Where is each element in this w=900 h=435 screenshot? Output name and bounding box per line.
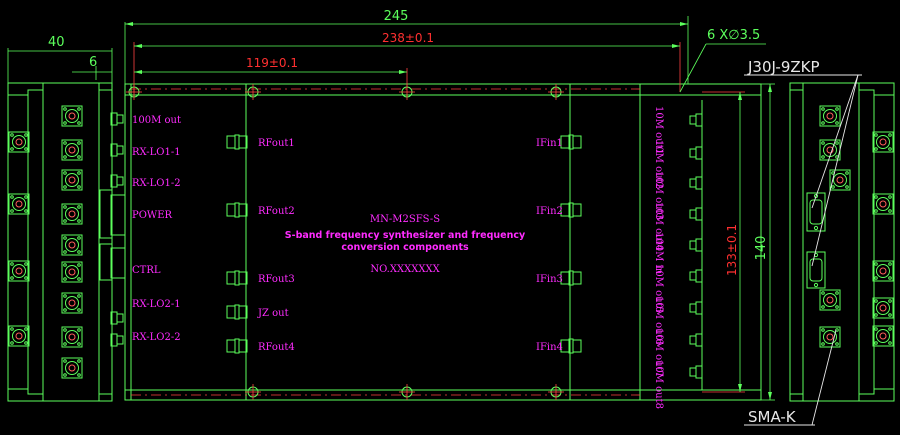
port-100m-out: 100M out (132, 115, 181, 126)
port-ifin3: IFin3 (536, 274, 563, 285)
port-power: POWER (132, 210, 173, 221)
port-rx-lo1-1: RX-LO1-1 (132, 147, 181, 158)
port-10m-out4: 10M out4 (653, 202, 664, 251)
port-ifin1: IFin1 (536, 138, 563, 149)
right-port-labels: 10M out1 10M out2 10M out3 10M out4 100M… (653, 106, 664, 409)
left-side-view (7, 82, 113, 402)
dimension-height-total: 140 (754, 83, 775, 401)
dimension-side-flange: 6 (72, 55, 112, 80)
height-mount-label: 133±0.1 (725, 224, 739, 276)
dimension-width-hole: 119±0.1 (134, 56, 408, 88)
port-ifin2: IFin2 (536, 206, 563, 217)
width-total-label: 245 (384, 9, 409, 24)
dimension-side-width: 40 (7, 35, 113, 83)
sma-callout: SMA-K (744, 329, 837, 426)
width-mount-label: 238±0.1 (382, 31, 434, 45)
if-in-labels: IFin1 IFin2 IFin3 IFin4 (536, 138, 563, 353)
holes-callout: 6 X∅3.5 (679, 28, 766, 93)
port-10m-out3: 10M out3 (653, 171, 664, 220)
port-10m-out7: 10M out7 (653, 328, 664, 377)
side-width-label: 40 (48, 35, 65, 50)
main-top-view (110, 83, 762, 401)
serial-number: NO.XXXXXXX (370, 264, 440, 275)
port-10m-out6: 10M out6 (653, 296, 664, 345)
model-number: MN-M2SFS-S (370, 214, 440, 225)
dimension-height-mount: 133±0.1 (702, 91, 745, 393)
port-rfout4: RFout4 (258, 342, 295, 353)
port-rx-lo2-1: RX-LO2-1 (132, 299, 181, 310)
port-10m-out5: 10M out5 (653, 264, 664, 313)
product-label: MN-M2SFS-S S-band frequency synthesizer … (285, 214, 526, 275)
width-hole-label: 119±0.1 (246, 56, 298, 70)
port-10m-out8: 10M out8 (653, 360, 664, 409)
port-10m-out2: 10M out2 (653, 140, 664, 189)
right-side-view (789, 82, 895, 402)
left-port-labels: 100M out RX-LO1-1 RX-LO1-2 POWER CTRL RX… (132, 115, 181, 343)
port-rx-lo2-2: RX-LO2-2 (132, 332, 181, 343)
dimension-width-mount: 238±0.1 (133, 31, 681, 92)
port-ctrl: CTRL (132, 265, 161, 276)
side-flange-label: 6 (89, 55, 97, 70)
port-100m-in: 100M in (653, 232, 664, 275)
dimension-width-total: 245 (124, 9, 689, 84)
rf-out-labels: RFout1 RFout2 RFout3 JZ out RFout4 (257, 138, 295, 353)
port-jz-out: JZ out (257, 308, 289, 319)
port-ifin4: IFin4 (536, 342, 563, 353)
port-rx-lo1-2: RX-LO1-2 (132, 178, 181, 189)
port-rfout2: RFout2 (258, 206, 295, 217)
title-line-1: S-band frequency synthesizer and frequen… (285, 230, 526, 241)
connector-callout-label: J30J-9ZKP (747, 58, 820, 76)
port-rfout3: RFout3 (258, 274, 295, 285)
port-10m-out1: 10M out1 (653, 106, 664, 155)
connector-callout: J30J-9ZKP (744, 58, 862, 267)
holes-callout-label: 6 X∅3.5 (707, 28, 760, 43)
port-rfout1: RFout1 (258, 138, 295, 149)
height-total-label: 140 (754, 236, 769, 261)
title-line-2: conversion components (341, 242, 469, 253)
sma-callout-label: SMA-K (748, 408, 797, 426)
